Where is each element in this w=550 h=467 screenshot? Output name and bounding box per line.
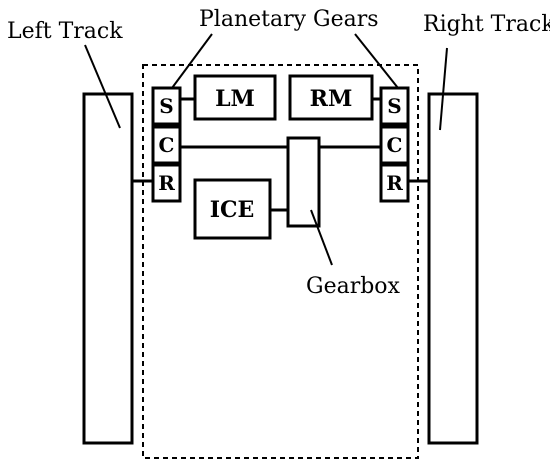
- planetary-leader-right: [354, 33, 399, 89]
- left-carrier-label: C: [159, 133, 175, 157]
- right-sun-box: [379, 86, 410, 126]
- left-sun-box: [151, 86, 182, 126]
- gearbox-box: [286, 136, 321, 228]
- left-track: [82, 92, 134, 445]
- left-sun-label: S: [159, 94, 173, 118]
- gearbox-leader: [310, 209, 333, 266]
- ice-label: ICE: [210, 197, 255, 223]
- rm-label: RM: [310, 86, 353, 112]
- planetary-gears-label: Planetary Gears: [199, 7, 379, 32]
- right-carrier-box: [379, 125, 410, 165]
- ice-box: [193, 178, 272, 240]
- left-ring-box: [151, 163, 182, 203]
- right-track-label: Right Track: [423, 12, 550, 37]
- left-track-leader: [84, 44, 121, 129]
- right-sun-label: S: [387, 94, 401, 118]
- left-ring-label: R: [158, 171, 175, 195]
- right-carrier-label: C: [387, 133, 403, 157]
- vehicle-frame: [142, 64, 419, 459]
- lm-label: LM: [215, 86, 255, 112]
- rm-box: [288, 74, 374, 121]
- lm-box: [193, 74, 277, 121]
- left-carrier-box: [151, 125, 182, 165]
- left-track-label: Left Track: [7, 19, 123, 44]
- planetary-leader-left: [171, 33, 213, 89]
- right-track-leader: [439, 47, 448, 131]
- right-ring-label: R: [386, 171, 403, 195]
- right-track: [427, 92, 479, 445]
- right-ring-box: [379, 163, 410, 203]
- gearbox-label: Gearbox: [306, 274, 401, 299]
